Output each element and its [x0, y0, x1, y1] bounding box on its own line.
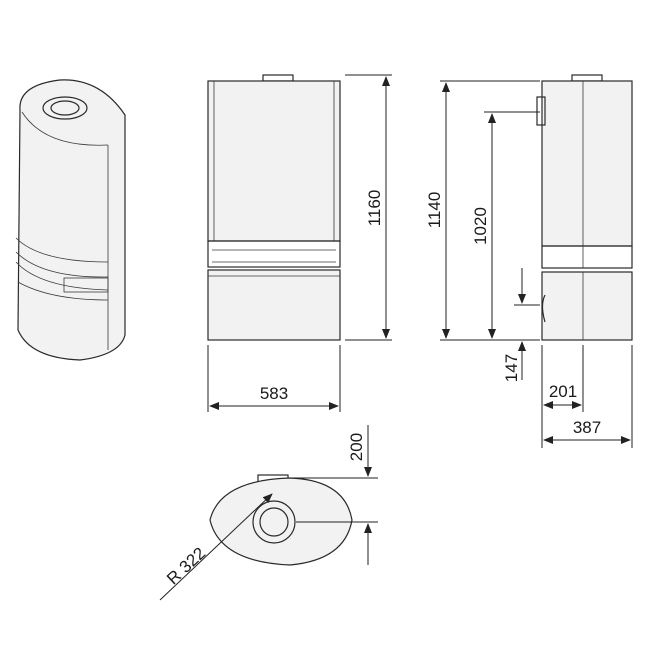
dim-radius-322: R 322	[163, 544, 209, 589]
dim-height-1020: 1020	[471, 207, 490, 245]
dim-height-147: 147	[502, 354, 521, 382]
dim-height-1140: 1140	[425, 192, 444, 229]
side-view	[536, 74, 633, 341]
front-view	[207, 74, 341, 341]
top-view	[209, 474, 353, 566]
dim-offset-200: 200	[347, 433, 366, 461]
dim-depth-201: 201	[549, 382, 577, 401]
dim-width-583: 583	[260, 384, 288, 403]
dim-height-1160: 1160	[365, 190, 384, 227]
perspective-view	[15, 79, 126, 361]
dim-depth-387: 387	[573, 418, 601, 437]
dimension-lines	[159, 74, 633, 601]
